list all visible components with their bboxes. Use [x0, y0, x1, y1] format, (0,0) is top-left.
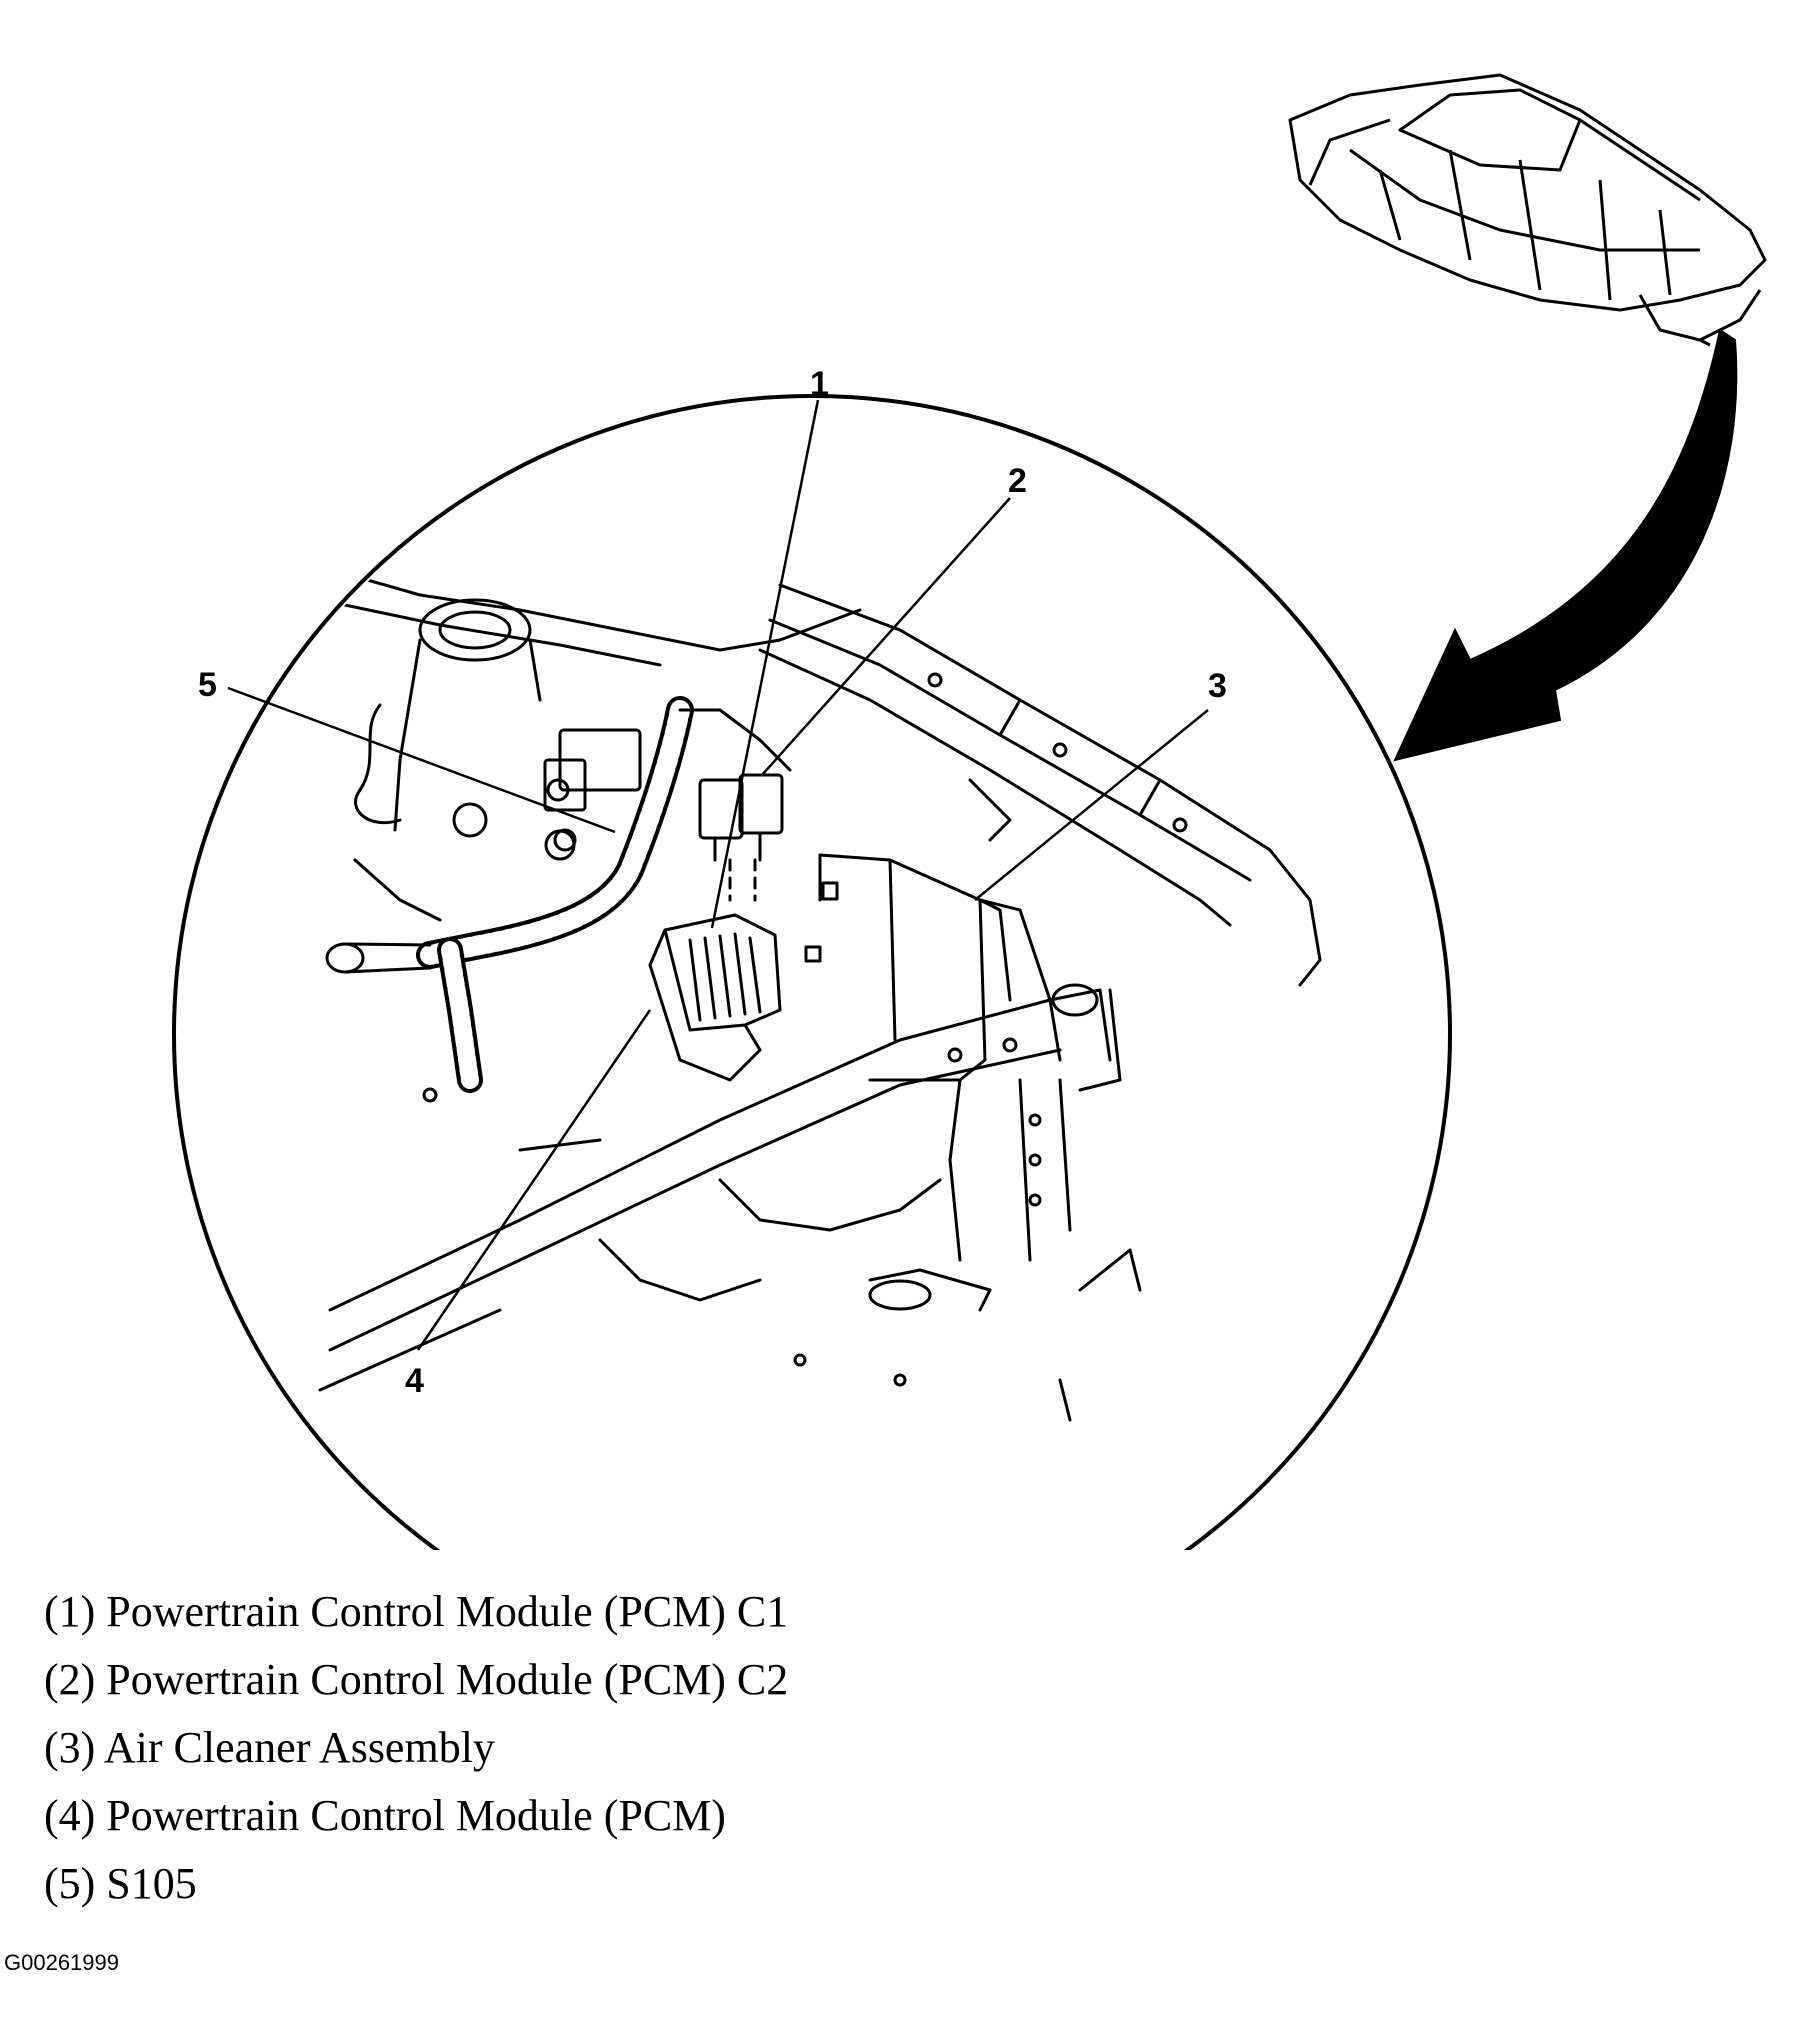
leader-line-4 — [416, 1009, 652, 1351]
leader-line-3 — [974, 709, 1209, 901]
leader-line-2 — [761, 497, 1011, 776]
legend-item-4: (4) Powertrain Control Module (PCM) — [44, 1791, 726, 1840]
callout-number-5: 5 — [198, 666, 217, 704]
legend-item-3: (3) Air Cleaner Assembly — [44, 1723, 495, 1772]
callout-number-3: 3 — [1208, 667, 1227, 705]
leader-line-5 — [227, 686, 616, 834]
leader-lines — [227, 399, 1209, 1351]
vehicle-body-thumbnail — [1288, 73, 1767, 347]
legend-item-1: (1) Powertrain Control Module (PCM) C1 — [44, 1587, 789, 1636]
callout-number-2: 2 — [1008, 462, 1027, 500]
engine-compartment-illustration — [318, 573, 1322, 1422]
leader-line-1 — [710, 399, 820, 929]
legend-item-2: (2) Powertrain Control Module (PCM) C2 — [44, 1655, 789, 1704]
legend-item-5: (5) S105 — [44, 1859, 197, 1908]
callout-number-4: 4 — [405, 1362, 424, 1400]
figure-id: G00261999 — [4, 1950, 119, 1975]
curved-arrow — [1393, 328, 1738, 762]
component-location-diagram: 1 2 3 4 5 — [172, 73, 1767, 1550]
component-legend: (1) Powertrain Control Module (PCM) C1 (… — [44, 1578, 788, 1918]
detail-circle — [172, 394, 1452, 1550]
callout-number-1: 1 — [810, 365, 829, 403]
